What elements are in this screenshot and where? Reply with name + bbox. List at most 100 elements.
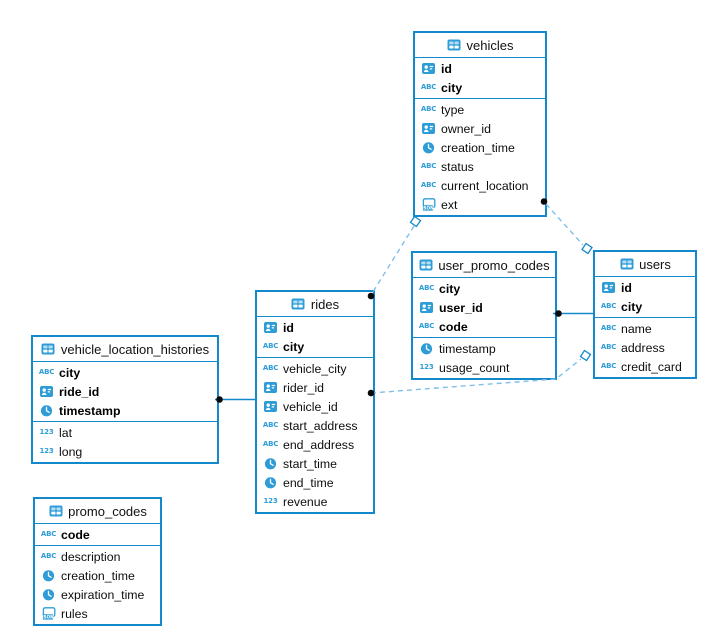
time-type-icon [39, 404, 54, 417]
column-row[interactable]: ABC city [415, 78, 545, 97]
column-row[interactable]: ride_id [33, 382, 217, 401]
column-name: city [441, 80, 463, 95]
text-type-icon: ABC [262, 342, 279, 350]
text-type-icon: ABC [420, 83, 437, 91]
column-row[interactable]: ABC status [415, 157, 545, 176]
column-name: ext [441, 197, 458, 212]
table-header[interactable]: vehicle_location_histories [33, 337, 217, 362]
column-row[interactable]: end_time [257, 473, 373, 492]
column-name: city [59, 365, 81, 380]
column-row[interactable]: expiration_time [35, 585, 160, 604]
column-name: vehicle_id [283, 399, 338, 414]
column-row[interactable]: ABC type [415, 100, 545, 119]
column-row[interactable]: ABC code [413, 317, 555, 336]
relationship-vehicle-location-histories-rides [215, 396, 255, 403]
column-row[interactable]: creation_time [35, 566, 160, 585]
column-name: type [441, 102, 465, 117]
column-row[interactable]: start_time [257, 454, 373, 473]
text-type-icon: ABC [420, 105, 437, 113]
uuid-type-icon [39, 386, 54, 397]
column-row[interactable]: owner_id [415, 119, 545, 138]
uuid-type-icon [421, 123, 436, 134]
column-name: code [439, 319, 468, 334]
column-name: address [621, 340, 665, 355]
table-header[interactable]: rides [257, 292, 373, 317]
column-name: creation_time [61, 568, 135, 583]
table-header[interactable]: users [595, 252, 695, 277]
table-header[interactable]: vehicles [415, 33, 545, 58]
key-columns-section: id ABC city [415, 58, 545, 99]
column-name: end_address [283, 437, 355, 452]
table-title: promo_codes [68, 503, 147, 519]
table-header[interactable]: user_promo_codes [413, 253, 555, 278]
column-row[interactable]: id [257, 318, 373, 337]
column-row[interactable]: user_id [413, 298, 555, 317]
time-type-icon [263, 476, 278, 489]
table-vehicles[interactable]: vehicles id ABC city ABC type owner_id cre… [413, 31, 547, 217]
column-name: user_id [439, 300, 483, 315]
table-icon [619, 258, 634, 270]
column-name: city [439, 281, 461, 296]
column-name: id [283, 320, 294, 335]
uuid-type-icon [263, 322, 278, 333]
column-row[interactable]: id [415, 59, 545, 78]
column-row[interactable]: rider_id [257, 378, 373, 397]
relationship-vehicles-users [540, 198, 593, 255]
column-row[interactable]: creation_time [415, 138, 545, 157]
relationship-user-promo-codes-users [553, 310, 593, 317]
columns-section: ABC type owner_id creation_time ABC status… [415, 99, 545, 215]
column-name: name [621, 321, 652, 336]
uuid-type-icon [263, 401, 278, 412]
text-type-icon: ABC [420, 162, 437, 170]
table-title: user_promo_codes [438, 257, 550, 273]
table-header[interactable]: promo_codes [35, 499, 160, 524]
column-name: expiration_time [61, 587, 145, 602]
column-row[interactable]: vehicle_id [257, 397, 373, 416]
table-icon [48, 505, 63, 517]
time-type-icon [263, 457, 278, 470]
column-row[interactable]: timestamp [413, 339, 555, 358]
time-type-icon [421, 141, 436, 154]
table-title: rides [310, 296, 340, 312]
text-type-icon: ABC [600, 362, 617, 370]
column-name: status [441, 159, 474, 174]
text-type-icon: ABC [418, 322, 435, 330]
column-row[interactable]: id [595, 278, 695, 297]
column-row[interactable]: timestamp [33, 401, 217, 420]
column-name: id [621, 280, 632, 295]
column-name: start_address [283, 418, 358, 433]
time-type-icon [419, 342, 434, 355]
